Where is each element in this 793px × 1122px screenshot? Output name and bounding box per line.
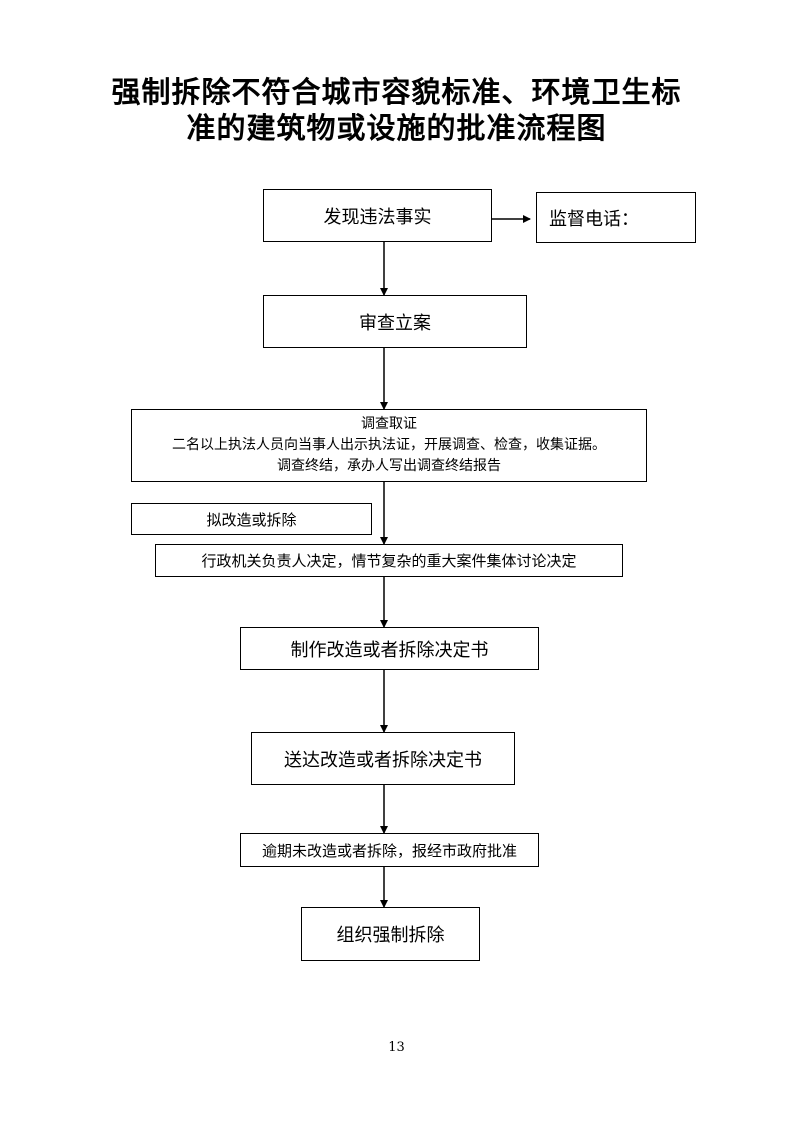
node-filing-label: 审查立案 xyxy=(359,312,431,334)
page-number: 13 xyxy=(388,1040,405,1055)
node-investigation-detail: 二名以上执法人员向当事人出示执法证，开展调查、检查，收集证据。 xyxy=(172,437,606,453)
node-investigation-title: 调查取证 xyxy=(361,416,417,432)
node-decision: 行政机关负责人决定，情节复杂的重大案件集体讨论决定 xyxy=(155,544,623,577)
page-title-line2: 准的建筑物或设施的批准流程图 xyxy=(186,111,607,145)
node-hotline-label: 监督电话： xyxy=(549,208,639,230)
node-discover-label: 发现违法事实 xyxy=(323,206,432,228)
node-review-filing: 审查立案 xyxy=(263,295,527,348)
node-proposal-label: 拟改造或拆除 xyxy=(206,510,297,529)
node-demolition-label: 组织强制拆除 xyxy=(336,925,445,946)
node-make-decision: 制作改造或者拆除决定书 xyxy=(240,627,539,670)
node-deliver-decision: 送达改造或者拆除决定书 xyxy=(251,732,515,785)
node-proposal: 拟改造或拆除 xyxy=(131,503,372,535)
node-supervision-hotline: 监督电话： xyxy=(536,192,696,243)
node-discover-violation: 发现违法事实 xyxy=(263,189,492,242)
node-decision-label: 行政机关负责人决定，情节复杂的重大案件集体讨论决定 xyxy=(201,552,577,570)
node-make-decision-label: 制作改造或者拆除决定书 xyxy=(290,639,489,661)
node-deliver-label: 送达改造或者拆除决定书 xyxy=(284,749,482,771)
node-overdue-label: 逾期未改造或者拆除，报经市政府批准 xyxy=(261,841,517,860)
node-investigation: 调查取证 二名以上执法人员向当事人出示执法证，开展调查、检查，收集证据。 调查终… xyxy=(131,409,647,482)
page-title-line1: 强制拆除不符合城市容貌标准、环境卫生标 xyxy=(111,75,682,109)
node-investigation-conclusion: 调查终结，承办人写出调查终结报告 xyxy=(277,458,501,474)
node-forced-demolition: 组织强制拆除 xyxy=(301,907,480,961)
node-overdue-approval: 逾期未改造或者拆除，报经市政府批准 xyxy=(240,833,539,867)
